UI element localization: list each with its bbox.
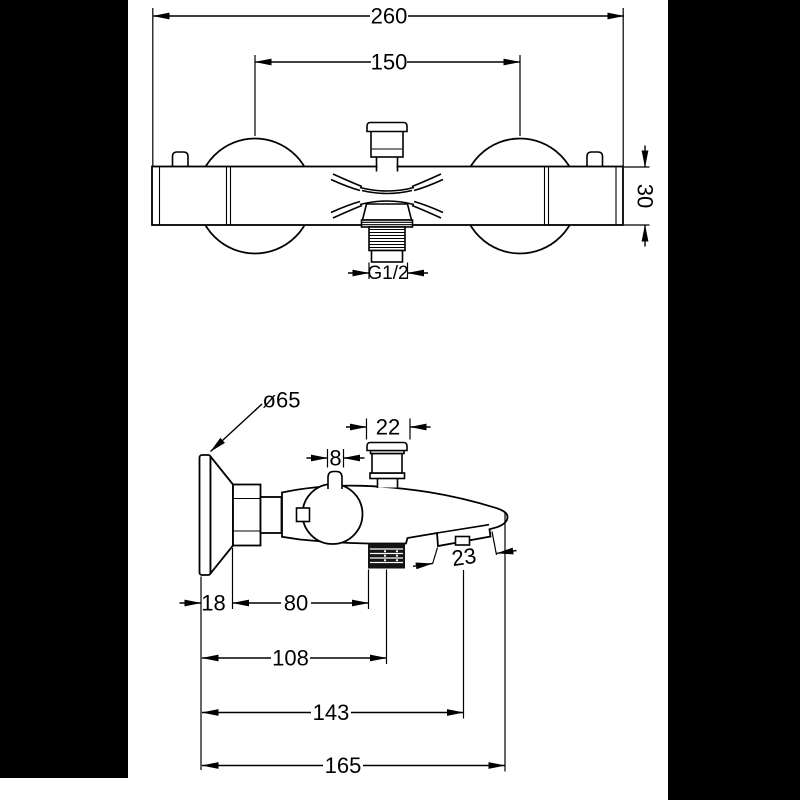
diverter-knob-side	[366, 441, 408, 488]
dim-label-wall-to-outlet: 108	[272, 646, 309, 671]
side-view-faucet-body	[198, 441, 509, 577]
lower-wave-decoration	[330, 200, 444, 219]
diverter-neck	[375, 157, 399, 172]
left-handle-joint-lines	[225, 166, 232, 225]
diverter-body-side	[371, 452, 403, 474]
dim-label-flange-depth: 18	[201, 591, 225, 616]
left-letterbox-bar	[0, 0, 128, 778]
dim-label-diverter-width: 22	[376, 415, 400, 440]
wall-flange-plate	[198, 454, 212, 576]
dim-wall-to-outlet: 108	[201, 569, 388, 671]
front-view: 260 150 30 G1/2	[151, 4, 658, 284]
dim-label-total-width: 260	[371, 4, 408, 29]
aerator-outlet	[454, 535, 471, 546]
diverter-cap	[366, 121, 408, 133]
right-handle-joint-lines	[543, 166, 550, 225]
left-safety-button	[171, 151, 189, 168]
dim-diverter-width: 22	[346, 415, 431, 440]
dim-body-height: 30	[624, 145, 658, 247]
dim-wall-to-aerator: 143	[201, 570, 465, 725]
temperature-stop-notch	[295, 507, 311, 523]
dim-label-stem-width: 8	[329, 446, 341, 471]
outlet-thread-side	[368, 543, 405, 569]
dim-label-spout-reach: 165	[325, 753, 362, 778]
dim-label-aerator-width: 23	[450, 543, 478, 571]
diverter-neck-side	[376, 478, 399, 488]
top-stem	[327, 470, 343, 489]
dim-label-flange-to-outlet: 80	[284, 591, 308, 616]
dim-total-width: 260	[152, 4, 625, 166]
right-letterbox-bar	[668, 0, 800, 800]
hex-facet-lines	[233, 497, 261, 532]
dim-label-outlet-thread: G1/2	[367, 263, 408, 284]
diverter-knob-front	[366, 121, 408, 172]
outlet-collar	[361, 203, 413, 221]
diverter-base-flange	[369, 472, 406, 480]
outlet-front	[360, 203, 414, 263]
dim-aerator-width: 23	[412, 531, 517, 571]
diverter-cap-side	[366, 441, 408, 452]
dim-spout-reach: 165	[201, 513, 506, 778]
dim-label-body-height: 30	[633, 184, 658, 208]
outlet-knurled-ring	[360, 219, 414, 228]
handle-side-circle	[301, 483, 364, 545]
dim-outlet-thread: G1/2	[348, 262, 428, 284]
hex-connector	[232, 483, 262, 547]
dim-flange-diameter: ø65	[210, 388, 301, 453]
aerator-top-edge	[436, 523, 490, 534]
upper-wave-decoration	[330, 173, 444, 195]
dim-label-handle-spacing: 150	[371, 50, 408, 75]
dim-flange-to-outlet: 80	[232, 569, 370, 616]
dim-stem-width: 8	[306, 446, 365, 471]
dim-flange-depth: 18	[179, 548, 234, 770]
side-view: ø65 22 8 23 18	[179, 388, 517, 778]
dim-label-flange-diameter: ø65	[263, 388, 301, 413]
front-view-faucet-body	[151, 121, 624, 263]
connector-cylinder	[259, 496, 283, 534]
diverter-body	[370, 129, 404, 158]
dim-handle-spacing: 150	[254, 50, 521, 136]
dim-label-wall-to-aerator: 143	[313, 700, 350, 725]
right-safety-button	[586, 151, 604, 168]
outlet-end-cylinder	[370, 249, 404, 263]
